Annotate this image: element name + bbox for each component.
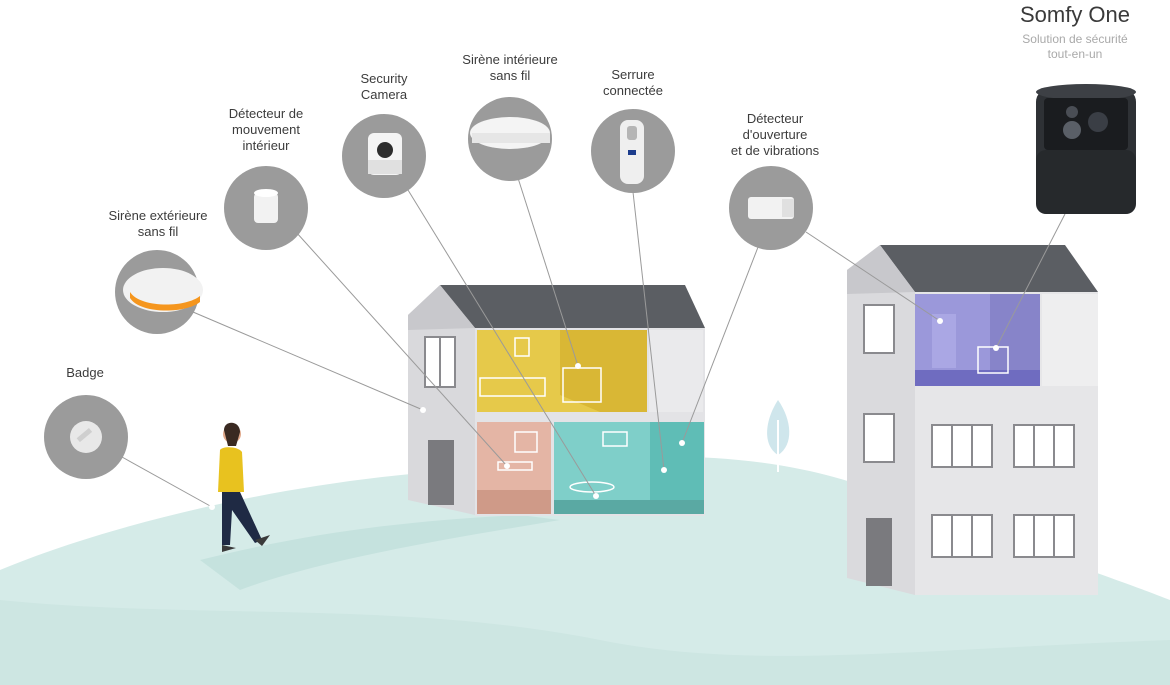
label-line: intérieur [242,138,290,153]
device-circle-opening-detector [729,166,813,250]
label-line: Sirène extérieure [108,208,208,223]
label-line: Serrure [611,67,655,82]
device-circle-security-camera [342,114,426,198]
subtitle-line: tout-en-un [1047,47,1103,61]
ground-path [200,515,560,590]
product-subtitle: Solution de sécurité tout-en-un [990,32,1160,62]
label-outdoor-siren: Sirène extérieure sans fil [93,208,223,240]
label-badge: Badge [45,365,125,381]
label-line: sans fil [489,68,531,83]
label-line: Security [360,71,408,86]
connector-somfy-one [995,213,1066,349]
person-walking [218,422,270,552]
connector-camera [407,189,597,497]
somfy-one-device [1036,84,1136,214]
connector-opening-detector [681,241,761,444]
label-smart-lock: Serrure connectée [593,67,673,99]
label-security-camera: Security Camera [344,71,424,103]
ground-front [0,600,1170,685]
connector-lock [632,191,665,471]
left-house [408,285,705,516]
label-line: et de vibrations [730,143,820,158]
label-line: Camera [360,87,408,102]
tree [767,400,790,472]
device-circle-badge [44,395,128,479]
label-line: Badge [66,365,104,380]
connector-dots [209,318,999,510]
connector-lines [121,177,1066,508]
device-circle-outdoor-siren [115,250,203,334]
label-motion-detector: Détecteur de mouvement intérieur [211,106,321,154]
label-opening-detector: Détecteur d'ouverture et de vibrations [715,111,835,159]
label-line: mouvement [232,122,300,137]
label-line: Détecteur [746,111,804,126]
connector-badge [121,456,213,508]
product-title: Somfy One [1019,2,1131,27]
label-line: d'ouverture [742,127,808,142]
connector-indoor-siren [517,177,579,367]
label-indoor-siren: Sirène intérieure sans fil [448,52,572,84]
device-circle-smart-lock [591,109,675,193]
label-line: Détecteur de [228,106,304,121]
connector-motion-detector [295,231,508,467]
connector-outdoor-siren [192,311,424,411]
label-line: sans fil [137,224,179,239]
subtitle-line: Solution de sécurité [1022,32,1128,46]
label-line: Sirène intérieure [462,52,558,67]
device-circle-indoor-siren [468,97,552,181]
device-circle-motion-detector [224,166,308,250]
label-line: connectée [603,83,663,98]
connector-opening-detector-2 [805,231,941,322]
right-building [847,245,1098,595]
